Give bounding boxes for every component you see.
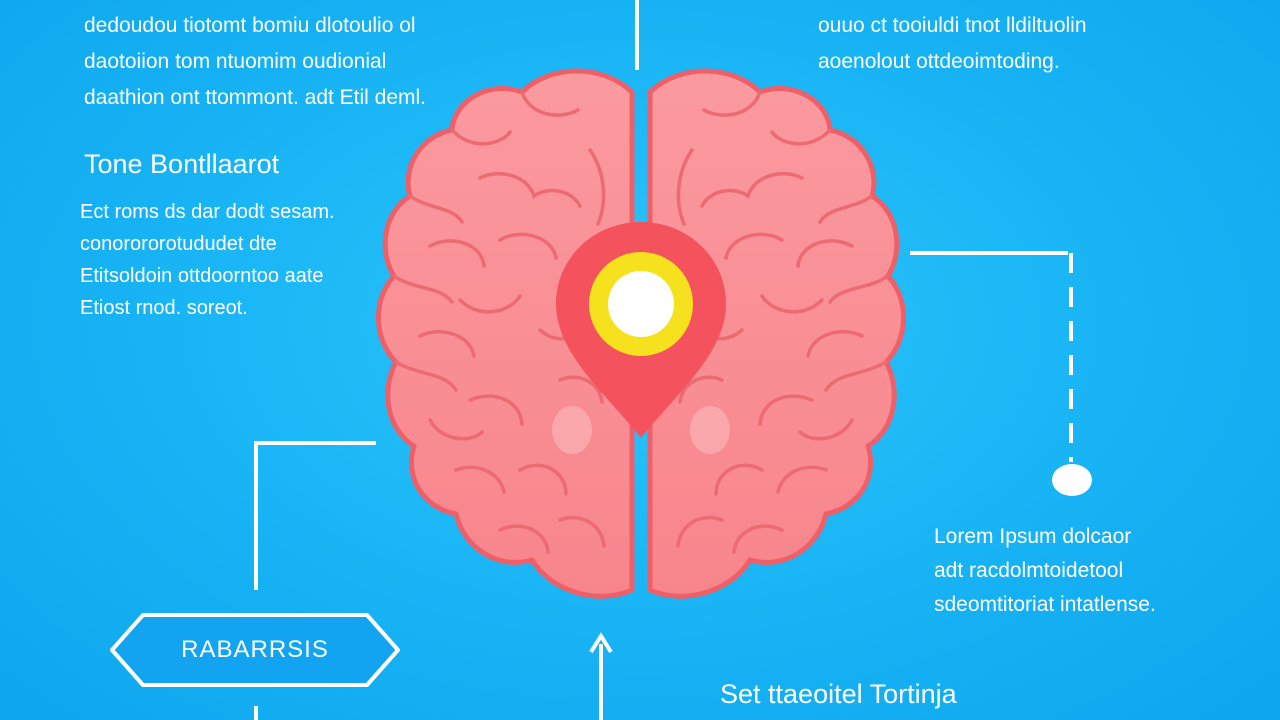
hex-label-text: RABARRSIS: [181, 636, 329, 663]
right-body-line: Lorem Ipsum dolcaor: [934, 525, 1132, 548]
brain-highlight-left: [552, 406, 592, 454]
pin-center: [608, 271, 674, 337]
left-section-body: Ect roms ds dar dodt sesam. conorororotu…: [80, 196, 335, 324]
left-body-line: Ect roms ds dar dodt sesam.: [80, 201, 335, 223]
left-body-line: Etiost rnod. soreot.: [80, 297, 248, 319]
top-right-line: aoenolout ottdeoimtoding.: [818, 50, 1060, 73]
right-section-body: Lorem Ipsum dolcaor adt racdolmtoidetool…: [934, 520, 1156, 622]
left-connector-line: [254, 441, 376, 590]
brain-highlight-right: [690, 406, 730, 454]
left-body-line: Etitsoldoin ottdoorntoo aate: [80, 265, 324, 287]
top-right-line: ouuo ct tooiuldi tnot lldiltuolin: [818, 14, 1087, 37]
arrow-up-icon: [589, 632, 613, 720]
top-left-line: dedoudou tiotomt bomiu dlotoulio ol: [84, 14, 416, 37]
left-section-title: Tone Bontllaarot: [84, 149, 280, 179]
top-left-line: daotoiion tom ntuomim oudionial: [84, 50, 387, 73]
top-left-text-block: dedoudou tiotomt bomiu dlotoulio ol daot…: [84, 8, 426, 116]
hex-label: RABARRSIS: [109, 612, 401, 688]
brain-folds: [392, 90, 890, 554]
right-end-dot: [1052, 464, 1092, 496]
bottom-section-title: Set ttaeoitel Tortinja: [720, 679, 957, 709]
brain-left-hemisphere: [376, 68, 635, 599]
top-left-line: daathion ont ttommont. adt Etil deml.: [84, 86, 427, 109]
top-right-text-block: ouuo ct tooiuldi tnot lldiltuolin aoenol…: [818, 8, 1087, 80]
right-body-line: sdeomtitoriat intatlense.: [934, 593, 1156, 616]
brain-right-hemisphere: [647, 68, 906, 599]
right-body-line: adt racdolmtoidetool: [934, 559, 1124, 582]
left-body-line: conorororotududet dte: [80, 233, 277, 255]
